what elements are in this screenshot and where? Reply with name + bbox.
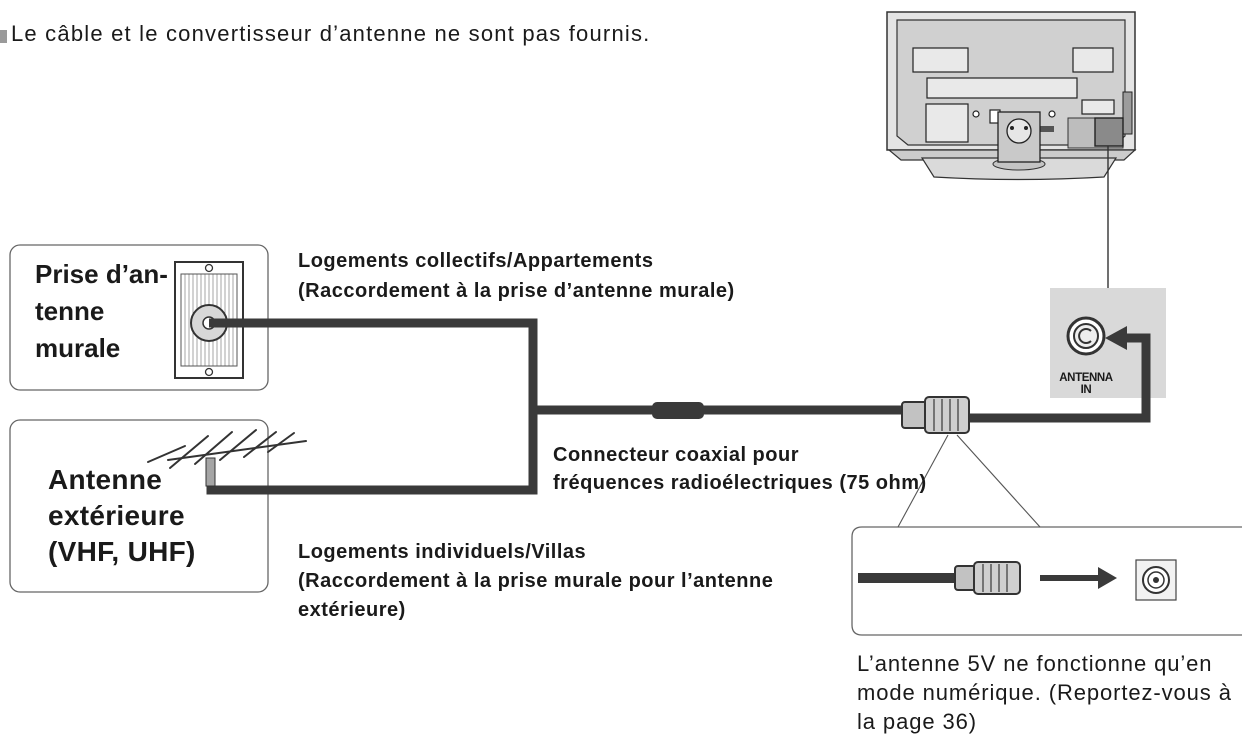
antenna-in-label-line2: IN (1081, 384, 1092, 396)
houses-label-line1: Logements individuels/Villas (298, 541, 586, 563)
tv-stand-screw (1024, 126, 1028, 130)
tv-cable-arrowhead (1105, 326, 1127, 350)
coax-label-line1: Connecteur coaxial pour (553, 444, 799, 466)
tv-cable (966, 333, 1151, 423)
footnote-line2: mode numérique. (Reportez-vous à (857, 680, 1232, 705)
antenna-mast (205, 457, 216, 487)
tv-screw (1048, 110, 1056, 118)
tv-antenna-port (1094, 117, 1124, 147)
tv-vent-right (1072, 47, 1114, 73)
square-bullet-icon (0, 30, 7, 43)
coax-label-line2: fréquences radioélectriques (75 ohm) (553, 472, 927, 494)
antenna-element (147, 445, 186, 463)
antenna-element (169, 435, 209, 469)
antenna-in-label-line1: ANTENNA (1059, 372, 1113, 384)
antenna-element (267, 432, 295, 453)
socket-bottom-screw (204, 367, 214, 377)
antenna-element (219, 429, 257, 461)
footnote-line3: la page 36) (857, 709, 977, 734)
antenna-jack-icon (1066, 316, 1106, 356)
jack-inner-ring (1073, 323, 1099, 349)
tv-stand-screw (1010, 126, 1014, 130)
tv-label-plate (1081, 99, 1115, 115)
callout-connector-body (973, 561, 1021, 595)
note-text: Le câble et le convertisseur d’antenne n… (11, 21, 651, 46)
outdoor-antenna-label-line1: Antenne (48, 464, 162, 495)
tv-center-slot (926, 77, 1078, 99)
tv-stand-knob (1006, 118, 1032, 144)
outdoor-antenna-label-line3: (VHF, UHF) (48, 536, 196, 567)
callout-jack-pin (1153, 577, 1159, 583)
tv-side-strip (1122, 91, 1133, 135)
wall-outlet-label-line1: Prise d’an- (35, 259, 168, 289)
callout-pointer-right (956, 434, 1041, 528)
socket-top-screw (204, 263, 214, 273)
wall-outlet-label-line3: murale (35, 333, 120, 363)
tv-vent-left (912, 47, 969, 73)
jack-center-pin (1078, 328, 1092, 344)
wall-outlet-label-line2: tenne (35, 296, 104, 326)
tv-rear-icon (886, 11, 1137, 181)
footnote-line1: L’antenne 5V ne fonctionne qu’en (857, 651, 1212, 676)
tv-screw (972, 110, 980, 118)
ferrite-bead (652, 402, 704, 419)
outdoor-antenna-box (9, 419, 269, 593)
coaxial-connector (901, 396, 970, 434)
tv-power-block (925, 103, 969, 143)
arrow-right-icon (1098, 567, 1117, 589)
yagi-antenna-icon (147, 429, 307, 487)
callout-jack-inner (1147, 571, 1165, 589)
apartments-label-line2: (Raccordement à la prise d’antenne mural… (298, 280, 735, 302)
outdoor-antenna-label-line2: extérieure (48, 500, 185, 531)
apartments-label-line1: Logements collectifs/Appartements (298, 250, 653, 272)
antenna-element (194, 431, 233, 465)
callout-content (858, 559, 1177, 601)
houses-label-line3: extérieure) (298, 599, 406, 621)
antenna-element (243, 431, 277, 458)
connector-body (924, 396, 970, 434)
antenna-boom (167, 440, 307, 461)
callout-pointer-left (897, 434, 949, 528)
houses-label-line2: (Raccordement à la prise murale pour l’a… (298, 570, 773, 592)
